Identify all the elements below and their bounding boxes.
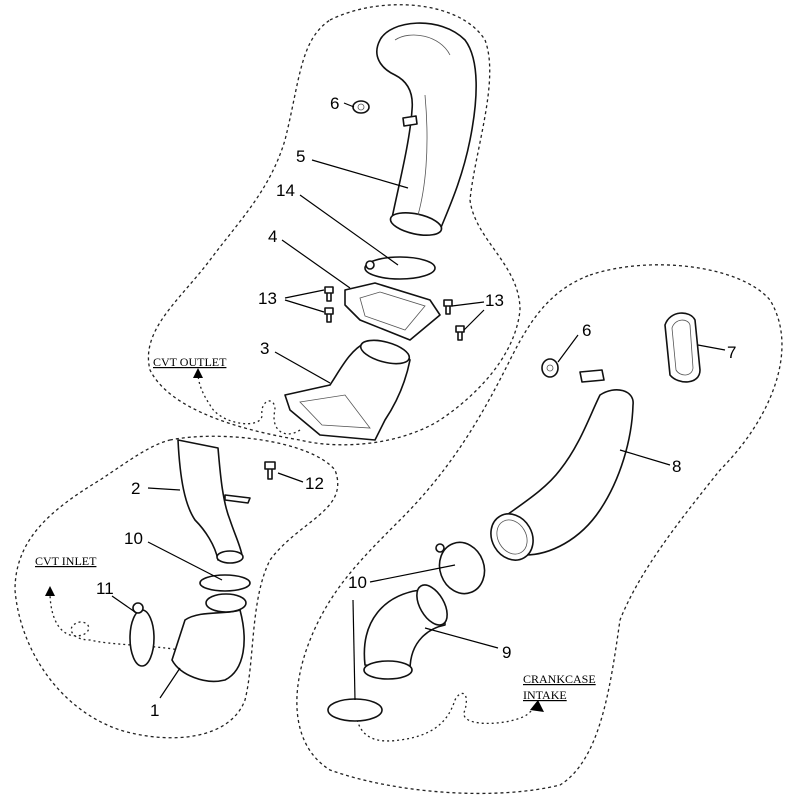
label-cvt-inlet: CVT INLET [35, 554, 97, 568]
part-12-bolt[interactable] [264, 461, 276, 480]
callout-10-inlet: 10 [124, 529, 143, 548]
callout-9: 9 [502, 643, 511, 662]
part-6-grommet-b[interactable] [541, 358, 559, 378]
callout-3: 3 [260, 339, 269, 358]
part-5-outlet-duct[interactable] [376, 22, 477, 239]
part-10-clamp-inlet[interactable] [199, 574, 251, 592]
part-14-clamp[interactable] [364, 256, 436, 280]
arrow-head-icon [45, 586, 55, 596]
callout-4: 4 [268, 227, 277, 246]
arrow-head-icon [193, 368, 203, 378]
callout-7: 7 [727, 343, 736, 362]
part-2-inlet-duct[interactable] [177, 439, 251, 564]
callout-11: 11 [96, 579, 114, 598]
callout-2: 2 [131, 479, 140, 498]
zone-outline-cvt-inlet [14, 435, 339, 739]
callout-5: 5 [296, 147, 305, 166]
callout-10-upper: 10 [348, 573, 367, 592]
callout-1: 1 [150, 701, 159, 720]
callout-12: 12 [305, 474, 324, 493]
zone-outline-crankcase-intake [296, 264, 783, 795]
callout-6: 6 [330, 94, 339, 113]
part-3-outlet-adapter[interactable] [284, 336, 412, 441]
part-11-clamp[interactable] [129, 602, 155, 667]
label-intake: INTAKE [523, 688, 567, 702]
callout-13-left: 13 [258, 289, 277, 308]
zone-outline-cvt-outlet [147, 4, 521, 446]
part-7-seal[interactable] [664, 312, 701, 383]
flow-path-cvt-outlet [197, 371, 301, 435]
part-6-grommet[interactable] [352, 100, 370, 114]
callout-6-b: 6 [582, 321, 591, 340]
callout-8: 8 [672, 457, 681, 476]
label-cvt-outlet: CVT OUTLET [153, 355, 227, 369]
label-crankcase: CRANKCASE [523, 672, 596, 686]
arrow-head-icon [530, 700, 544, 712]
part-1-inlet-adapter[interactable] [171, 593, 247, 683]
leader-lines [111, 102, 726, 701]
callout-14: 14 [276, 181, 295, 200]
part-13-screws[interactable] [324, 286, 465, 341]
part-4-gasket[interactable] [344, 282, 441, 341]
part-8-intake-duct[interactable] [483, 369, 634, 568]
callout-13-right: 13 [485, 291, 504, 310]
part-9-elbow[interactable] [363, 580, 453, 680]
part-10-clamp-lower[interactable] [327, 698, 383, 722]
flow-path-crankcase-intake [354, 692, 541, 742]
part-10-clamp-upper[interactable] [432, 536, 491, 600]
flow-path-cvt-inlet [49, 591, 181, 651]
